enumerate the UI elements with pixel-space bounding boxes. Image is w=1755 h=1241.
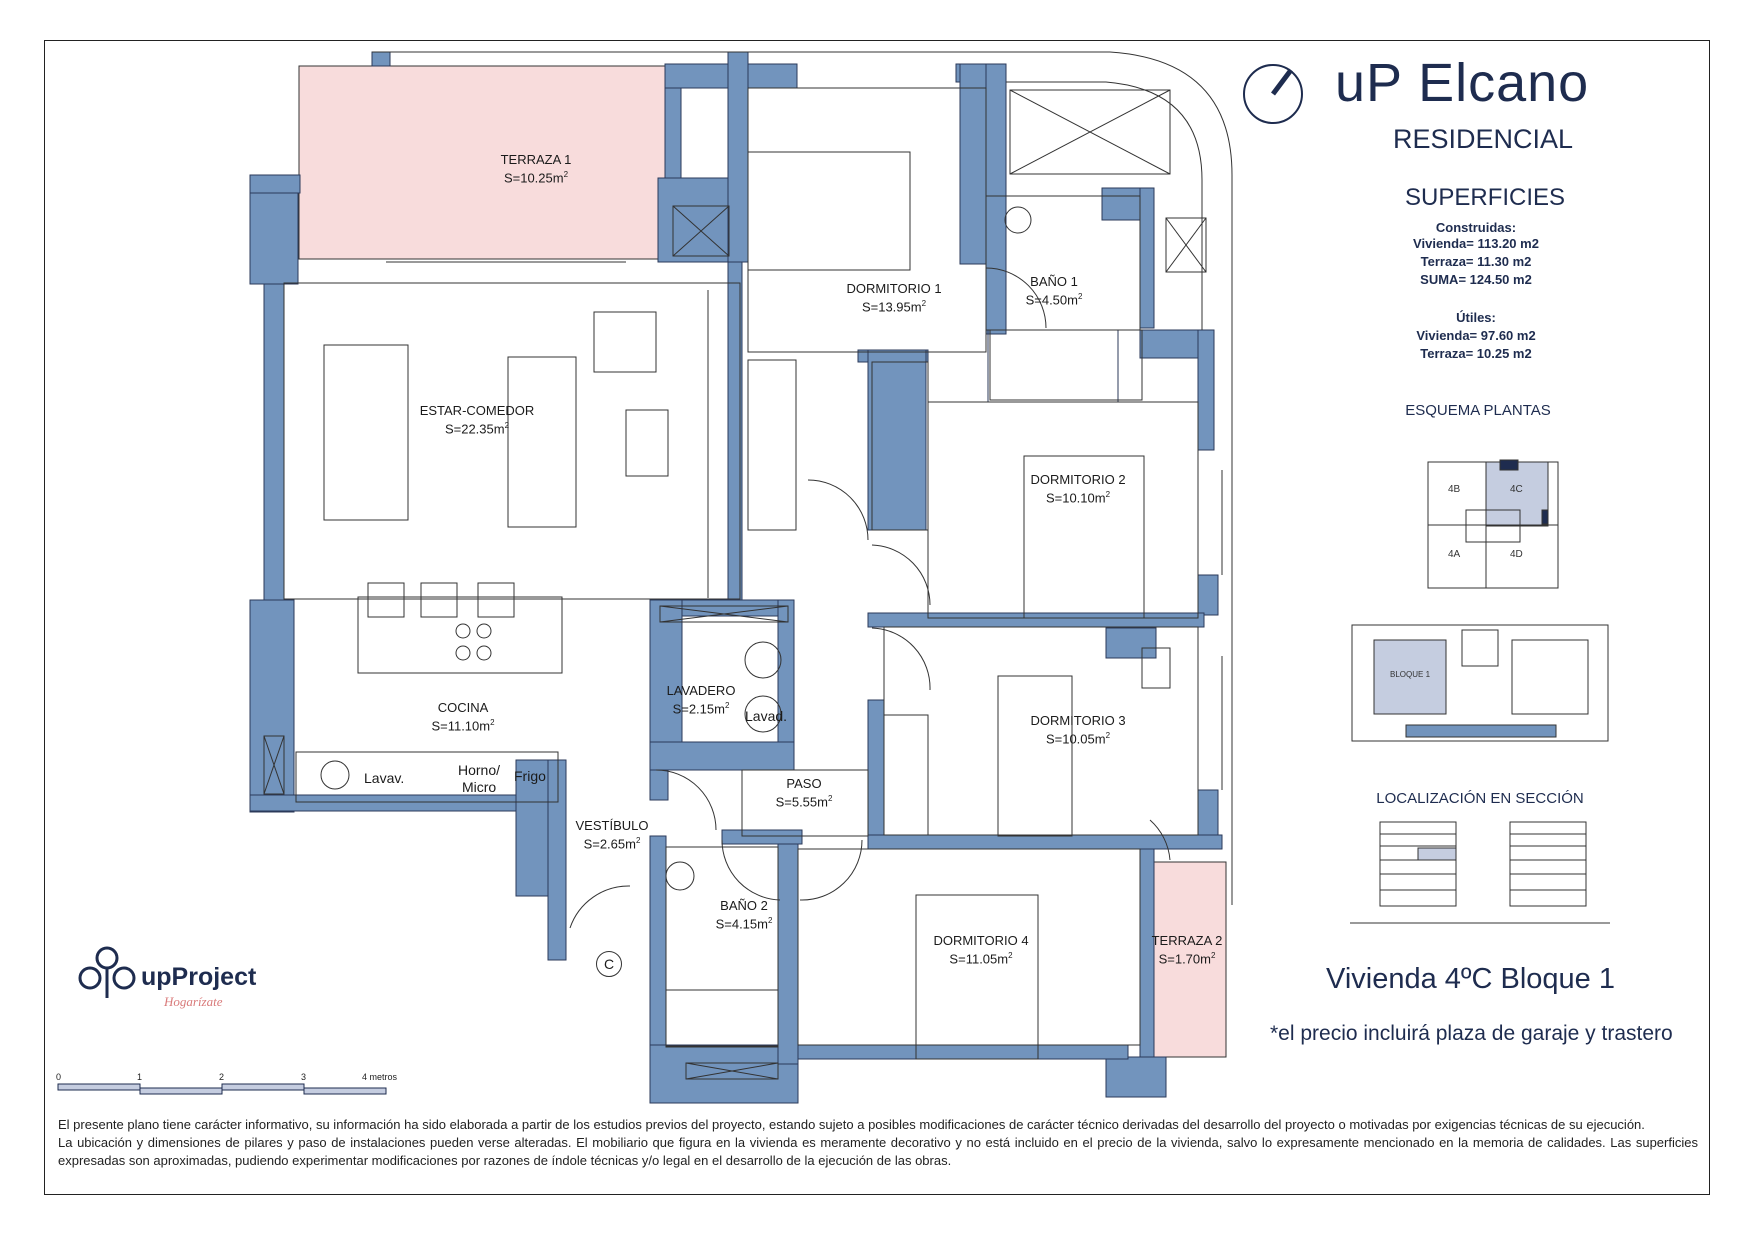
- disclaimer: El presente plano tiene carácter informa…: [58, 1116, 1698, 1170]
- unit-4c: 4C: [1510, 484, 1523, 495]
- scale-bar: [57, 1083, 387, 1095]
- section-heading: LOCALIZACIÓN EN SECCIÓN: [1376, 790, 1584, 807]
- walls: [249, 51, 1223, 1104]
- block-label: BLOQUE 1: [1390, 670, 1431, 679]
- price-note: *el precio incluirá plaza de garaje y tr…: [1270, 1022, 1673, 1045]
- disclaimer-paragraph: El presente plano tiene carácter informa…: [58, 1117, 1645, 1132]
- block-plan: [1351, 624, 1609, 742]
- built-label: Construidas:: [1435, 220, 1517, 235]
- useful-line: Terraza= 10.25 m2: [1420, 346, 1532, 361]
- section-diagram: [1350, 821, 1610, 924]
- built-line: Vivienda= 113.20 m2: [1413, 236, 1539, 251]
- scale-tick: 1: [137, 1072, 143, 1082]
- drawing-frame: [44, 40, 1710, 1195]
- project-title: uP Elcano: [1335, 53, 1590, 113]
- terraza-1-fill: [298, 65, 670, 260]
- floor-scheme-heading: ESQUEMA PLANTAS: [1405, 402, 1551, 419]
- unit-4b: 4B: [1448, 484, 1461, 495]
- scale-tick: 0: [56, 1072, 62, 1082]
- unit-4d: 4D: [1510, 549, 1523, 560]
- upproject-logo-icon: [78, 946, 136, 998]
- brand-tagline: Hogarízate: [164, 994, 223, 1009]
- scale-tick: 3: [301, 1072, 307, 1082]
- project-subtitle: RESIDENCIAL: [1393, 124, 1574, 154]
- brand-name: upProject: [141, 963, 257, 991]
- horno-label: Horno/: [458, 762, 501, 778]
- frigo-label: Frigo: [514, 768, 546, 784]
- compass-icon: [1243, 64, 1303, 124]
- surfaces-heading: SUPERFICIES: [1405, 184, 1566, 211]
- built-line: SUMA= 124.50 m2: [1420, 272, 1532, 287]
- disclaimer-paragraph: La ubicación y dimensiones de pilares y …: [58, 1135, 1698, 1168]
- useful-line: Vivienda= 97.60 m2: [1416, 328, 1536, 343]
- unit-4a: 4A: [1448, 549, 1461, 560]
- terraza-2-fill: [1143, 861, 1227, 1058]
- scale-tick: 2: [219, 1072, 225, 1082]
- lavad-label: Lavad.: [745, 708, 788, 724]
- useful-label: Útiles:: [1456, 310, 1496, 325]
- micro-label: Micro: [462, 779, 497, 795]
- built-line: Terraza= 11.30 m2: [1420, 254, 1532, 269]
- floor-scheme: [1427, 459, 1559, 589]
- unit-name: Vivienda 4ºC Bloque 1: [1326, 963, 1615, 995]
- scale-tick: 4 metros: [362, 1072, 398, 1082]
- lavav-label: Lavav.: [364, 770, 405, 786]
- entrance-marker: C: [596, 951, 622, 977]
